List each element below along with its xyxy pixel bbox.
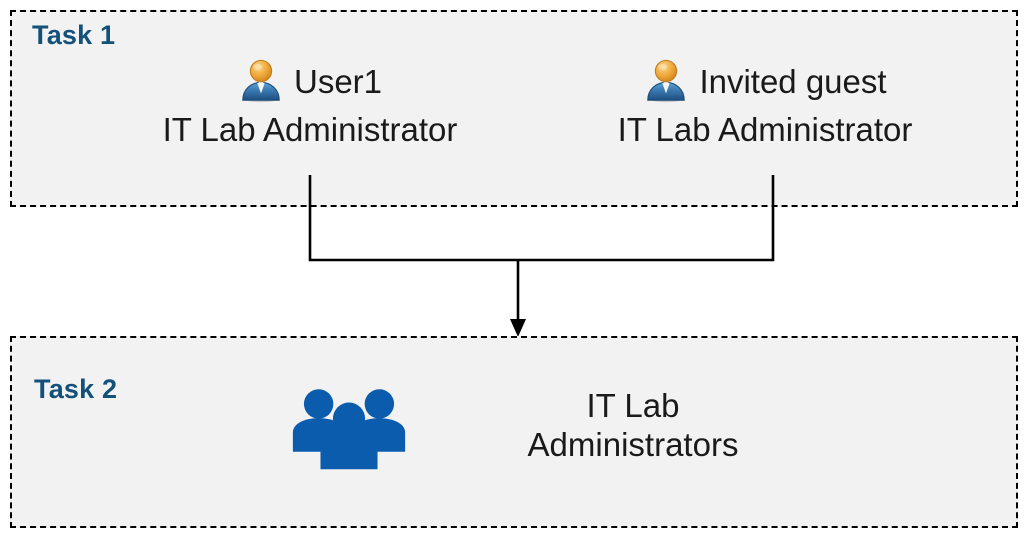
user-avatar-icon [643, 58, 689, 104]
person-invited-guest-name: Invited guest [699, 62, 887, 100]
user-avatar-icon [238, 58, 284, 104]
task-1-label: Task 1 [32, 20, 116, 50]
group-name-label: IT Lab Administrators [527, 387, 739, 463]
task-2-container [10, 336, 1018, 528]
task-1-container [10, 10, 1018, 207]
person-invited-guest: Invited guest IT Lab Administrator [565, 55, 965, 146]
people-group-icon [290, 380, 408, 472]
person-invited-guest-header: Invited guest [565, 55, 965, 107]
person-user1-name: User1 [293, 62, 383, 100]
person-invited-guest-role: IT Lab Administrator [617, 111, 913, 148]
task-2-label: Task 2 [34, 374, 118, 404]
person-user1: User1 IT Lab Administrator [110, 55, 510, 146]
group-row: IT Lab Administrators [10, 380, 1018, 472]
arrow-down-icon [510, 319, 526, 337]
person-user1-role: IT Lab Administrator [162, 111, 458, 148]
person-user1-header: User1 [110, 55, 510, 107]
